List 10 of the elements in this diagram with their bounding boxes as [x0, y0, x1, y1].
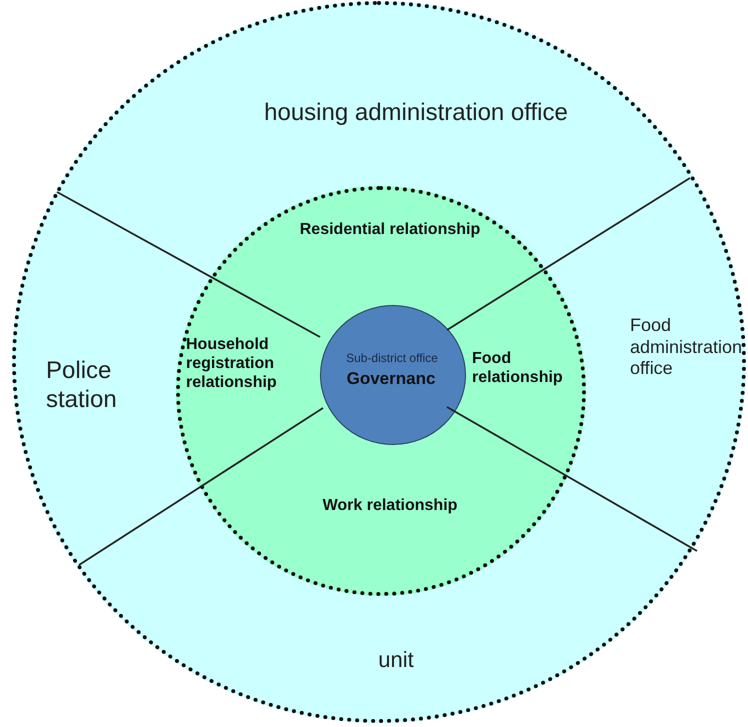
region-label: Governanc — [346, 369, 436, 390]
region-label: Police station — [46, 357, 118, 415]
region-label: Food relationship — [472, 349, 564, 388]
region-label: Work relationship — [322, 496, 458, 516]
region-label: unit — [377, 647, 415, 674]
region-label: Residential relationship — [298, 220, 482, 240]
region-label: Household registration relationship — [186, 335, 278, 393]
region-label: Food administration office — [630, 315, 744, 380]
region-label: housing administration office — [263, 99, 569, 128]
region-label: Sub-district office — [345, 351, 439, 366]
